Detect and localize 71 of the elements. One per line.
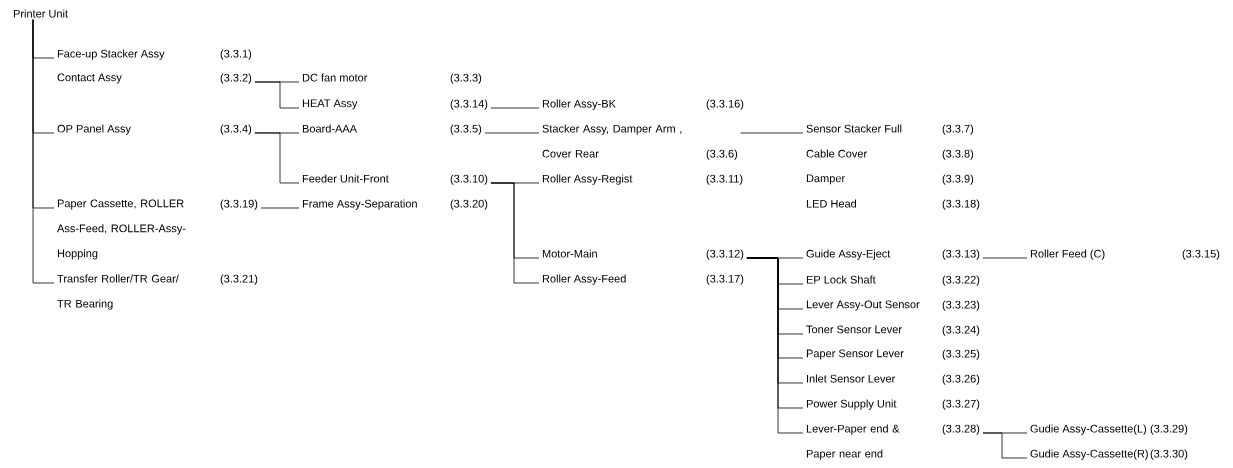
part-label: Paper Cassette, ROLLER Ass-Feed, ROLLER-Assy-Hopping xyxy=(57,199,186,260)
section-number: (3.3.8) xyxy=(942,149,974,160)
part-label: Frame Assy-Separation xyxy=(302,199,417,210)
part-label: Roller Feed (C) xyxy=(1030,249,1105,260)
section-number: (3.3.30) xyxy=(1150,449,1188,460)
section-number: (3.3.16) xyxy=(706,99,744,110)
part-label: Roller Assy-BK xyxy=(542,99,616,110)
connector-line xyxy=(982,432,1028,459)
part-label: Gudie Assy-Cassette(R) xyxy=(1030,449,1148,460)
section-number: (3.3.1) xyxy=(220,49,252,60)
part-label: Lever-Paper end & Paper near end xyxy=(806,424,900,460)
section-number: (3.3.5) xyxy=(450,124,482,135)
part-label: Cable Cover xyxy=(806,149,867,158)
section-number: (3.3.7) xyxy=(942,124,974,135)
part-label: Roller Assy-Feed xyxy=(542,274,626,285)
section-number: (3.3.3) xyxy=(450,73,482,84)
section-number: (3.3.19) xyxy=(220,199,258,210)
part-label: Damper xyxy=(806,174,845,185)
part-label: Transfer Roller/TR Gear/ TR Bearing xyxy=(57,274,179,310)
section-number: (3.3.14) xyxy=(450,99,488,110)
connector-line xyxy=(982,257,1028,259)
section-number: (3.3.22) xyxy=(942,275,980,286)
part-label: Paper Sensor Lever xyxy=(806,349,904,360)
part-label: Power Supply Unit xyxy=(806,399,897,410)
connector-line xyxy=(254,132,300,184)
section-number: (3.3.13) xyxy=(942,249,980,260)
section-number: (3.3.9) xyxy=(942,174,974,185)
part-label: Guide Assy-Eject xyxy=(806,249,891,260)
section-number: (3.3.17) xyxy=(706,274,744,285)
section-number: (3.3.15) xyxy=(1182,249,1220,260)
section-number: (3.3.20) xyxy=(450,199,488,210)
connector-line xyxy=(490,182,540,284)
part-label: Board-AAA xyxy=(302,124,357,133)
connector-line xyxy=(260,207,300,209)
part-label: Face-up Stacker Assy xyxy=(57,49,165,60)
section-number: (3.3.27) xyxy=(942,399,980,410)
part-label: HEAT Assy xyxy=(302,99,358,110)
section-number: (3.3.12) xyxy=(706,249,744,260)
section-number: (3.3.2) xyxy=(220,73,252,84)
section-number: (3.3.23) xyxy=(942,300,980,311)
part-label: Sensor Stacker Full xyxy=(806,124,902,133)
part-label: LED Head xyxy=(806,199,857,208)
connector-line xyxy=(32,19,55,284)
part-label: Feeder Unit-Front xyxy=(302,174,389,183)
connector-line xyxy=(740,132,804,134)
part-label: Toner Sensor Lever xyxy=(806,325,902,334)
section-number: (3.3.11) xyxy=(706,174,743,185)
connector-line xyxy=(490,107,540,109)
part-label: Roller Assy-Regist xyxy=(542,174,633,185)
section-number: (3.3.21) xyxy=(220,274,258,285)
part-label: Inlet Sensor Lever xyxy=(807,374,896,383)
part-label: Lever Assy-Out Sensor xyxy=(806,300,920,311)
part-label: Motor-Main xyxy=(542,249,597,258)
section-number: (3.3.28) xyxy=(942,424,980,435)
section-number: (3.3.24) xyxy=(942,325,980,336)
section-number: (3.3.18) xyxy=(942,199,980,210)
section-number: (3.3.10) xyxy=(450,174,488,185)
part-label: OP Panel Assy xyxy=(57,124,131,135)
part-label: EP Lock Shaft xyxy=(806,275,876,284)
section-number: (3.3.6) xyxy=(706,149,738,160)
part-label: DC fan motor xyxy=(302,73,368,82)
section-number: (3.3.4) xyxy=(220,124,252,135)
section-number: (3.3.25) xyxy=(942,349,980,360)
part-label: Contact Assy xyxy=(57,73,122,84)
section-number: (3.3.26) xyxy=(942,374,980,385)
part-label: Printer Unit xyxy=(13,9,68,18)
connector-line xyxy=(254,81,300,109)
section-number: (3.3.29) xyxy=(1150,424,1188,435)
part-label: Stacker Assy, Damper Arm , Cover Rear xyxy=(542,124,682,158)
connector-line xyxy=(484,132,540,134)
part-label: Gudie Assy-Cassette(L) xyxy=(1030,424,1147,435)
